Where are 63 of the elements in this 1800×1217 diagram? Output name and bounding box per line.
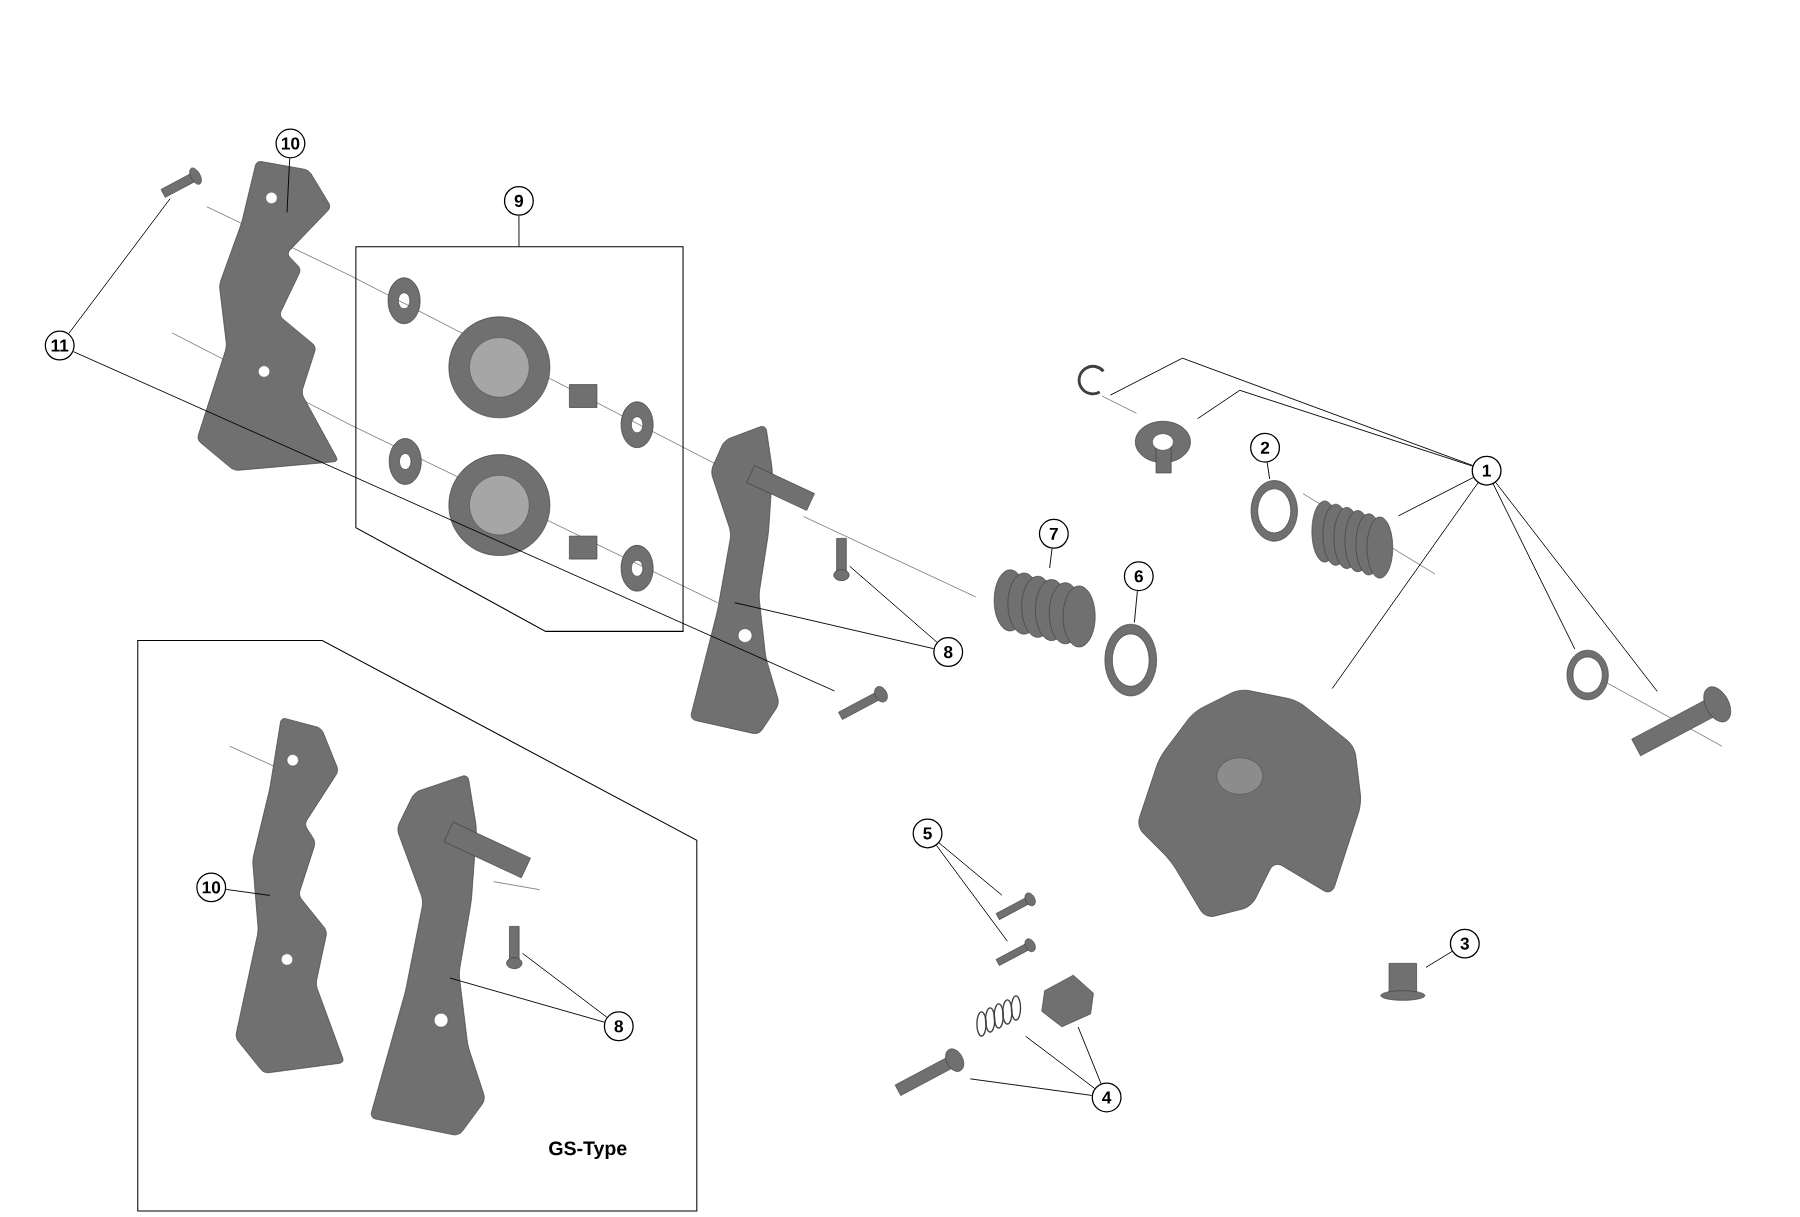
inset-frame — [137, 640, 698, 1212]
bolt-drawing — [894, 1048, 965, 1097]
leader-line — [1492, 483, 1576, 650]
leader-line — [936, 845, 1008, 942]
cage-plate-drawing — [370, 775, 531, 1136]
type-label: GS-Type — [549, 1141, 627, 1160]
spring-drawing — [976, 995, 1022, 1037]
leader-line — [1197, 389, 1473, 467]
callout-number: 10 — [196, 872, 227, 903]
pin-drawing — [506, 926, 523, 970]
leader-line — [1331, 482, 1479, 690]
callout-number: 1 — [1471, 455, 1502, 486]
callout-number: 11 — [44, 330, 75, 361]
leader-line — [1077, 1026, 1102, 1085]
callout-number: 8 — [933, 637, 964, 668]
leader-line — [72, 351, 835, 692]
callout-number: 4 — [1091, 1082, 1122, 1113]
leader-line — [449, 977, 605, 1023]
callout-number: 2 — [1250, 432, 1281, 463]
leader-line — [969, 1078, 1093, 1096]
barrel-drawing — [1041, 974, 1094, 1028]
bolt-drawing — [995, 938, 1036, 966]
callout-number: 10 — [275, 128, 306, 159]
callout-number: 5 — [912, 818, 943, 849]
leader-line — [225, 889, 271, 896]
spring-drawing — [993, 569, 1096, 648]
bolt-drawing — [995, 892, 1036, 921]
leader-line — [1049, 548, 1053, 569]
leader-line — [522, 952, 608, 1018]
pulley-set-frame — [355, 246, 684, 632]
leader-line — [1025, 1035, 1096, 1089]
adjuster-drawing — [1135, 421, 1191, 474]
clip-drawing — [1077, 365, 1105, 396]
pin-drawing — [833, 538, 850, 582]
bolt-drawing — [1380, 963, 1426, 1001]
callout-number: 7 — [1038, 518, 1069, 549]
leader-line — [1109, 357, 1474, 466]
cage-plate-drawing — [690, 426, 815, 735]
bolt-drawing — [1631, 686, 1732, 757]
spring-drawing — [1311, 500, 1394, 579]
leader-line — [938, 842, 1003, 896]
leader-line — [849, 565, 938, 643]
ring-drawing — [1250, 480, 1298, 542]
cage-plate-drawing — [197, 161, 338, 471]
bolt-drawing — [160, 167, 202, 198]
callout-number: 3 — [1449, 928, 1480, 959]
leader-line — [1425, 951, 1453, 968]
callout-number: 6 — [1123, 561, 1154, 592]
derailleur-body-drawing — [1138, 689, 1361, 917]
leader-line — [1495, 482, 1658, 692]
leader-line — [1398, 477, 1474, 517]
leader-line — [1266, 462, 1271, 480]
ring-drawing — [1566, 649, 1609, 701]
leader-line — [1133, 590, 1138, 624]
leader-line — [286, 158, 291, 213]
callout-number: 9 — [503, 186, 534, 216]
cage-plate-drawing — [235, 718, 344, 1074]
ring-drawing — [1104, 624, 1157, 697]
leader-line — [68, 198, 171, 335]
bolt-drawing — [838, 686, 888, 720]
leader-line — [518, 215, 520, 248]
leader-line — [734, 602, 935, 650]
callout-number: 8 — [603, 1011, 634, 1042]
